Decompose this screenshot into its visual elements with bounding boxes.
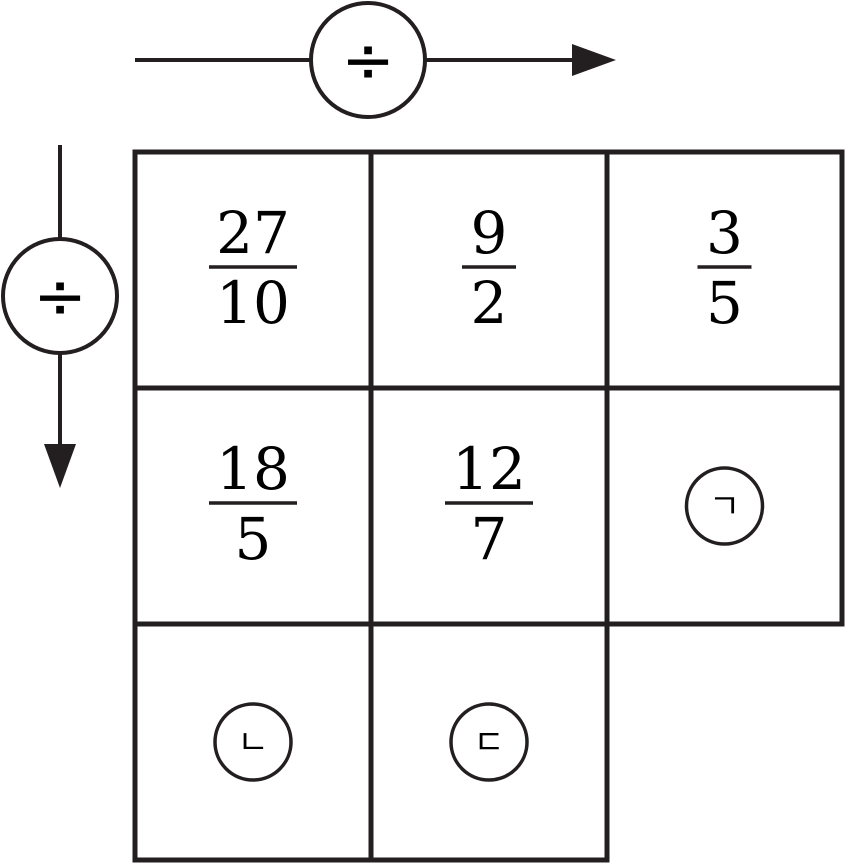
horizontal-arrow-head xyxy=(572,44,616,76)
fraction-numerator: 12 xyxy=(452,435,526,503)
vertical-operator-symbol: ÷ xyxy=(33,260,87,334)
grid-cell: 35 xyxy=(604,149,845,391)
grid-cell: 127 xyxy=(368,385,610,627)
vertical-arrow-head xyxy=(44,444,76,488)
fraction-numerator: 18 xyxy=(216,435,290,503)
grid-cell: ㄱ xyxy=(604,385,845,627)
cell-border xyxy=(368,149,610,391)
fraction-numerator: 3 xyxy=(706,199,743,267)
blank-marker-label: ㄱ xyxy=(709,487,740,527)
blank-marker-circle xyxy=(449,702,529,782)
fraction-numerator: 9 xyxy=(471,199,508,267)
blank-marker-circle xyxy=(213,702,293,782)
blank-marker-label: ㄴ xyxy=(237,723,268,763)
fraction-denominator: 10 xyxy=(216,269,290,337)
grid-cell: 92 xyxy=(368,149,610,391)
blank-marker-circle xyxy=(684,466,765,546)
fraction-numerator: 27 xyxy=(216,199,290,267)
fraction-denominator: 5 xyxy=(235,505,272,573)
horizontal-operator-circle xyxy=(309,1,427,119)
fraction-denominator: 5 xyxy=(706,269,743,337)
blank-marker-label: ㄷ xyxy=(473,723,504,763)
horizontal-operator-symbol: ÷ xyxy=(341,24,395,98)
fraction-denominator: 2 xyxy=(471,269,508,337)
fraction-denominator: 7 xyxy=(471,505,508,573)
grid-cell: ㄷ xyxy=(368,621,610,863)
grid-cell: 185 xyxy=(132,385,374,627)
horizontal-operator: ÷ xyxy=(135,1,616,119)
grid-cell: ㄴ xyxy=(132,621,374,863)
vertical-operator: ÷ xyxy=(1,145,119,488)
vertical-operator-circle xyxy=(1,237,119,355)
